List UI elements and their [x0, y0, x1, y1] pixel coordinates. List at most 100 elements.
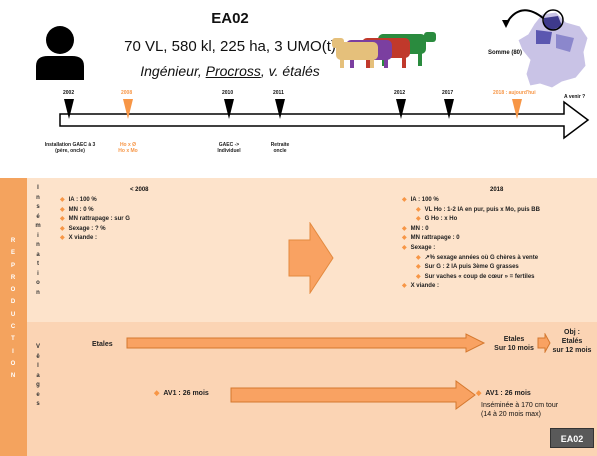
- timeline-end-label: A venir ?: [564, 94, 585, 100]
- cows-icon: [330, 28, 445, 70]
- france-map-icon: [470, 4, 595, 89]
- insemination-letter: m: [33, 222, 43, 232]
- profile-part-1: Ingénieur,: [140, 63, 205, 79]
- insemination-letter: t: [33, 260, 43, 270]
- timeline-label-2002: Installation GAEC à 3 (père, oncle): [40, 142, 100, 154]
- velages-row2-detail: Inséminée à 170 cm tour (14 à 20 mois ma…: [481, 401, 558, 419]
- after-item: ◆VL Ho : 1-2 IA en pur, puis x Mo, puis …: [402, 206, 540, 216]
- before-item: ◆MN : 0 %: [60, 206, 130, 216]
- timeline-year-2018: 2018 : aujourd'hui: [493, 90, 536, 96]
- insemination-letter: i: [33, 232, 43, 242]
- after-item-text: VL Ho : 1-2 IA en pur, puis x Mo, puis B…: [425, 207, 540, 213]
- before-item: ◆X viande :: [60, 234, 130, 244]
- reproduction-letter: R: [6, 272, 20, 284]
- velages-row1-end-line1: Etales: [486, 335, 542, 344]
- after-item: ◆MN : 0: [402, 225, 540, 235]
- timeline-year-2010: 2010: [222, 90, 233, 96]
- velages-letter: ê: [33, 353, 43, 363]
- insemination-letter: n: [33, 194, 43, 204]
- after-item-text: Sur vaches « coup de cœur » = fertiles: [425, 274, 535, 280]
- reproduction-letter: O: [6, 358, 20, 370]
- after-item-text: ↗% sexage années où G chères à vente: [425, 255, 538, 261]
- map-label: Somme (80): [488, 50, 522, 56]
- insemination-letter: n: [33, 289, 43, 299]
- velages-letter: a: [33, 372, 43, 382]
- timeline-pin-2017: [444, 99, 454, 119]
- ea02-badge: EA02: [550, 428, 594, 448]
- reproduction-letter: D: [6, 296, 20, 308]
- velages-letter: s: [33, 400, 43, 410]
- velages-row1-start: Etales: [92, 340, 113, 349]
- before-item-text: MN : 0 %: [69, 207, 94, 213]
- velages-row2-detail-line1: Inséminée à 170 cm tour: [481, 401, 558, 410]
- after-item: ◆Sexage :: [402, 244, 540, 254]
- reproduction-letter: E: [6, 247, 20, 259]
- reproduction-letter: N: [6, 370, 20, 382]
- page-title: EA02: [0, 10, 460, 27]
- after-item-text: MN : 0: [411, 226, 429, 232]
- after-item: ◆X viande :: [402, 282, 540, 292]
- timeline-label-2011-line2: oncle: [262, 148, 298, 154]
- reproduction-letter: I: [6, 346, 20, 358]
- timeline-label-2002-line2: (père, oncle): [40, 148, 100, 154]
- before-item-text: X viande :: [69, 235, 97, 241]
- velages-row1-end: Etales Sur 10 mois: [486, 335, 542, 353]
- velages-row1-arrow: [126, 333, 486, 353]
- timeline-pin-2008: [123, 99, 133, 119]
- timeline-pin-2012: [396, 99, 406, 119]
- timeline-arrow: [58, 98, 590, 140]
- reproduction-letter: O: [6, 284, 20, 296]
- timeline-year-2002: 2002: [63, 90, 74, 96]
- profile-breed: Procross: [206, 63, 261, 79]
- timeline-year-2008: 2008: [121, 90, 132, 96]
- velages-letter: e: [33, 391, 43, 401]
- velages-letter: V: [33, 343, 43, 353]
- before-list: ◆IA : 100 % ◆MN : 0 % ◆MN rattrapage : s…: [60, 196, 130, 244]
- after-item-text: G Ho : x Ho: [425, 216, 458, 222]
- timeline-label-2008: Ho x Ø Ho x Mo: [108, 142, 148, 154]
- insemination-letter: I: [33, 184, 43, 194]
- after-item-text: IA : 100 %: [411, 197, 439, 203]
- after-item-text: Sexage :: [411, 245, 436, 251]
- velages-objective: Obj : Etalés sur 12 mois: [549, 328, 595, 355]
- insemination-letter: a: [33, 251, 43, 261]
- velages-row2-arrow: [230, 380, 476, 410]
- reproduction-letter: T: [6, 333, 20, 345]
- velages-objective-line1: Obj :: [549, 328, 595, 337]
- velages-row2-end-line1: AV1 : 26 mois: [485, 390, 530, 397]
- reproduction-letter: C: [6, 321, 20, 333]
- velages-letter: g: [33, 381, 43, 391]
- before-item: ◆IA : 100 %: [60, 196, 130, 206]
- velages-objective-line2: Etalés: [549, 337, 595, 346]
- after-item: ◆Sur vaches « coup de cœur » = fertiles: [402, 273, 540, 283]
- before-item-text: MN rattrapage : sur G: [69, 216, 130, 222]
- before-item-text: IA : 100 %: [69, 197, 97, 203]
- transition-arrow: [288, 222, 334, 294]
- timeline-label-2010-line2: Individuel: [209, 148, 249, 154]
- timeline-label-2008-line2: Ho x Mo: [108, 148, 148, 154]
- profile-part-3: , v. étalés: [261, 63, 320, 79]
- velages-row2-end: ◆AV1 : 26 mois: [476, 389, 531, 398]
- after-heading: 2018: [490, 187, 503, 193]
- after-list: ◆IA : 100 % ◆VL Ho : 1-2 IA en pur, puis…: [402, 196, 540, 292]
- reproduction-letter: U: [6, 309, 20, 321]
- after-item: ◆IA : 100 %: [402, 196, 540, 206]
- insemination-letter: n: [33, 241, 43, 251]
- after-item-text: Sur G : 2 IA puis 3ème G grasses: [425, 264, 519, 270]
- after-item: ◆Sur G : 2 IA puis 3ème G grasses: [402, 263, 540, 273]
- velages-row2-detail-line2: (14 à 20 mois max): [481, 410, 558, 419]
- velages-letter: l: [33, 362, 43, 372]
- insemination-letter: o: [33, 279, 43, 289]
- timeline-pin-2002: [64, 99, 74, 119]
- after-item-text: X viande :: [411, 283, 439, 289]
- insemination-letter: s: [33, 203, 43, 213]
- timeline-pin-2011: [275, 99, 285, 119]
- velages-row1-end-line2: Sur 10 mois: [486, 344, 542, 353]
- timeline-year-2017: 2017: [442, 90, 453, 96]
- timeline-year-2012: 2012: [394, 90, 405, 96]
- reproduction-letter: P: [6, 260, 20, 272]
- timeline-label-2011: Retraite oncle: [262, 142, 298, 154]
- before-item: ◆Sexage : ? %: [60, 225, 130, 235]
